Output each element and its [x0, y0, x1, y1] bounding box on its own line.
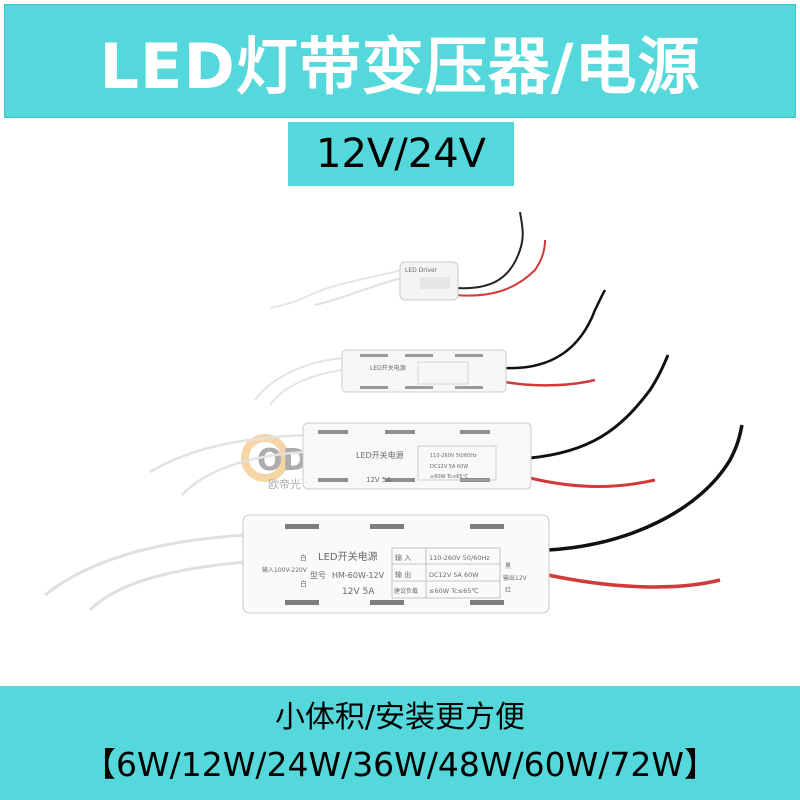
voltage-badge: 12V/24V: [288, 122, 514, 186]
product-title: LED灯带变压器/电源: [99, 30, 701, 103]
svg-text:输 入: 输 入: [395, 553, 411, 562]
svg-text:DC12V 5A 60W: DC12V 5A 60W: [430, 464, 468, 470]
driver-name: LED开关电源: [318, 550, 378, 563]
wattage-list: 【6W/12W/24W/36W/48W/60W/72W】: [82, 745, 718, 784]
input-range-label: 输入100V-220V: [262, 566, 308, 574]
rating-label: 12V 5A: [342, 587, 375, 597]
svg-text:白: 白: [300, 579, 307, 588]
svg-text:≤60W Tc≤65℃: ≤60W Tc≤65℃: [430, 474, 469, 480]
svg-text:≤60W Tc≤65℃: ≤60W Tc≤65℃: [429, 587, 479, 595]
svg-text:建议负载: 建议负载: [394, 587, 418, 595]
driver-large: LED开关电源 12V 5A 110-260V 50/60Hz DC12V 5A…: [149, 354, 670, 496]
svg-text:输出12V: 输出12V: [503, 574, 528, 582]
driver-small-label: LED Driver: [405, 267, 438, 274]
driver-xlarge: LED开关电源 型号 HM-60W-12V 12V 5A 输入100V-220V…: [44, 424, 744, 614]
svg-text:红: 红: [505, 586, 511, 594]
model-value: HM-60W-12V: [332, 571, 385, 580]
svg-text:白: 白: [300, 553, 307, 562]
svg-text:DC12V 5A 60W: DC12V 5A 60W: [429, 571, 479, 579]
svg-text:黑: 黑: [505, 563, 511, 570]
svg-text:输 出: 输 出: [395, 570, 411, 579]
title-banner: LED灯带变压器/电源: [4, 4, 796, 118]
model-label: 型号: [310, 571, 326, 580]
voltage-label: 12V/24V: [316, 131, 486, 177]
svg-text:110-260V 50/60Hz: 110-260V 50/60Hz: [430, 453, 477, 459]
watermark-sub: 欧帝光: [268, 477, 301, 491]
svg-text:110-260V 50/60Hz: 110-260V 50/60Hz: [429, 554, 490, 562]
feature-text: 小体积/安装更方便: [274, 700, 526, 735]
driver-medium: LED开关电源: [254, 289, 607, 406]
svg-text:12V 5A: 12V 5A: [366, 476, 391, 484]
svg-text:LED开关电源: LED开关电源: [356, 450, 404, 460]
svg-text:LED开关电源: LED开关电源: [370, 364, 406, 372]
footer-banner: 小体积/安装更方便 【6W/12W/24W/36W/48W/60W/72W】: [0, 686, 800, 800]
driver-small: LED Driver: [269, 211, 546, 309]
product-photo: ODG 欧帝光 LED Driver LED开关电源: [44, 211, 744, 614]
